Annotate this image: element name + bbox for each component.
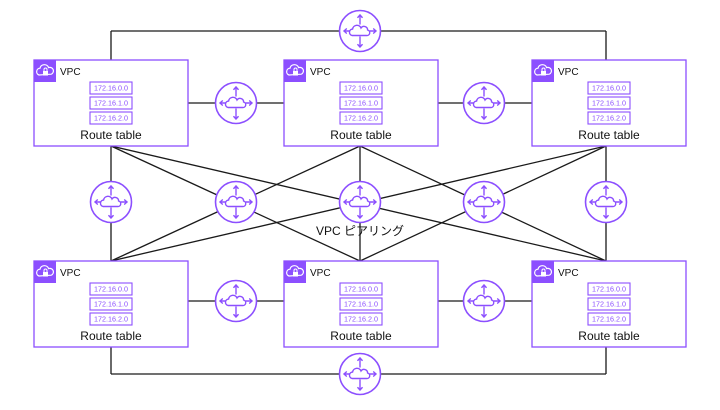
- vpc-peering-icon: [338, 180, 382, 224]
- vpc-cloud-lock-icon: [284, 261, 306, 283]
- vpc-peering-icon: [338, 352, 382, 396]
- peering-connection-group: [89, 9, 628, 396]
- route-table-caption: Route table: [330, 329, 392, 343]
- vpc-peering-icon: [462, 81, 506, 125]
- peer-center-vertical[interactable]: [338, 180, 382, 224]
- peer-diag-right[interactable]: [462, 180, 506, 224]
- vpc-cloud-lock-icon: [34, 60, 56, 82]
- route-entry: [339, 312, 383, 326]
- route-entry: [339, 81, 383, 95]
- peer-bottom-left-center[interactable]: [214, 279, 258, 323]
- peer-bottom-center-right[interactable]: [462, 279, 506, 323]
- vpc-peering-label: VPC ピアリング: [316, 224, 404, 238]
- peer-top-center-right[interactable]: [462, 81, 506, 125]
- route-entry-text: 172.16.1.0: [592, 99, 626, 108]
- route-table-caption: Route table: [578, 329, 640, 343]
- route-entry: [587, 297, 631, 311]
- vpc-cloud-lock-icon: [532, 60, 554, 82]
- vpc-peering-icon: [214, 279, 258, 323]
- route-entry-text: 172.16.2.0: [344, 114, 378, 123]
- vpc-cloud-lock-icon: [34, 261, 56, 283]
- peer-top-left-center[interactable]: [214, 81, 258, 125]
- route-entry-text: 172.16.1.0: [592, 300, 626, 309]
- route-entry-text: 172.16.2.0: [592, 315, 626, 324]
- route-entry-text: 172.16.1.0: [94, 99, 128, 108]
- vpc-peering-icon: [462, 180, 506, 224]
- route-entry: [89, 96, 133, 110]
- peer-bottom-outer[interactable]: [338, 352, 382, 396]
- vpc-label: VPC: [60, 67, 81, 78]
- route-table-caption: Route table: [330, 128, 392, 142]
- route-entry: [89, 312, 133, 326]
- route-table-caption: Route table: [80, 329, 142, 343]
- route-entry: [587, 96, 631, 110]
- route-entry: [89, 297, 133, 311]
- route-table-caption: Route table: [578, 128, 640, 142]
- vpc-label: VPC: [310, 268, 331, 279]
- vpc-container: [283, 260, 439, 348]
- vpc-peering-icon: [584, 180, 628, 224]
- vpc-peering-icon: [214, 180, 258, 224]
- route-entry: [339, 282, 383, 296]
- vpc-label: VPC: [558, 67, 579, 78]
- route-entry-text: 172.16.1.0: [344, 99, 378, 108]
- route-entry: [339, 96, 383, 110]
- route-entry: [339, 111, 383, 125]
- vpc-cloud-lock-icon: [284, 60, 306, 82]
- vpc-label: VPC: [60, 268, 81, 279]
- route-entry-text: 172.16.2.0: [94, 315, 128, 324]
- route-entry-text: 172.16.0.0: [592, 84, 626, 93]
- vpc-peering-icon: [214, 81, 258, 125]
- route-table-caption: Route table: [80, 128, 142, 142]
- route-entry: [89, 111, 133, 125]
- route-entry-text: 172.16.1.0: [94, 300, 128, 309]
- route-entry-text: 172.16.0.0: [344, 285, 378, 294]
- peer-top-outer[interactable]: [338, 9, 382, 53]
- vpc-label: VPC: [310, 67, 331, 78]
- route-entry: [587, 111, 631, 125]
- route-entry-text: 172.16.0.0: [592, 285, 626, 294]
- route-entry-text: 172.16.2.0: [344, 315, 378, 324]
- route-entry-text: 172.16.2.0: [94, 114, 128, 123]
- vpc-peering-icon: [338, 9, 382, 53]
- vpc-label: VPC: [558, 268, 579, 279]
- vpc-cloud-lock-icon: [532, 261, 554, 283]
- route-entry-text: 172.16.0.0: [94, 285, 128, 294]
- route-entry-text: 172.16.0.0: [344, 84, 378, 93]
- route-entry-text: 172.16.0.0: [94, 84, 128, 93]
- route-entry: [339, 297, 383, 311]
- route-entry: [587, 282, 631, 296]
- peer-right-vertical[interactable]: [584, 180, 628, 224]
- route-entry: [89, 282, 133, 296]
- route-entry: [89, 81, 133, 95]
- vpc-peering-icon: [89, 180, 133, 224]
- route-entry-text: 172.16.2.0: [592, 114, 626, 123]
- peer-left-vertical[interactable]: [89, 180, 133, 224]
- peer-diag-left[interactable]: [214, 180, 258, 224]
- vpc-peering-icon: [462, 279, 506, 323]
- route-entry-text: 172.16.1.0: [344, 300, 378, 309]
- route-entry: [587, 312, 631, 326]
- route-entry: [587, 81, 631, 95]
